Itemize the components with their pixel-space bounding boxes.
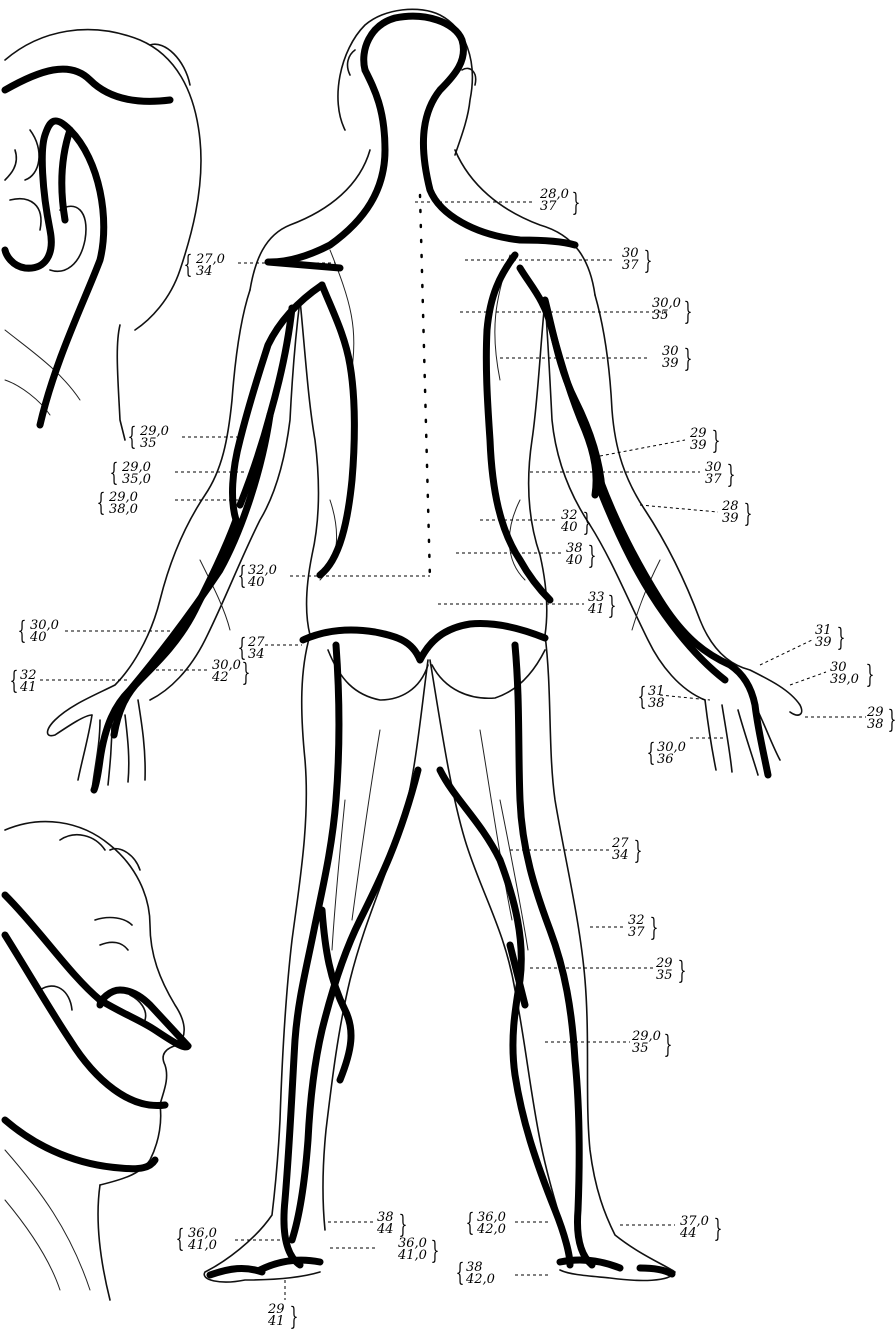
brace-left: { [647, 740, 656, 765]
brace-left: { [238, 563, 247, 588]
skin-zone-boundaries [94, 16, 768, 1275]
brace-right: } [727, 462, 736, 487]
brace-right: } [588, 543, 597, 568]
brace-right: } [837, 625, 846, 650]
brace-right: } [650, 915, 659, 940]
brace-left: { [10, 668, 19, 693]
brace-right: } [572, 190, 581, 215]
brace-right: } [399, 1212, 408, 1237]
brace-right: } [664, 1032, 673, 1057]
brace-right: } [608, 593, 617, 618]
brace-left: { [638, 684, 647, 709]
face-profile-lower [5, 822, 188, 1300]
brace-right: } [888, 707, 895, 732]
head-profile-upper [5, 30, 201, 440]
brace-left: { [176, 1226, 185, 1251]
brace-right: } [712, 428, 721, 453]
brace-right: } [431, 1238, 440, 1263]
brace-right: } [714, 1216, 723, 1241]
brace-right: } [634, 838, 643, 863]
brace-left: { [128, 424, 137, 449]
brace-right: } [684, 346, 693, 371]
brace-left: { [18, 618, 27, 643]
brace-right: } [290, 1304, 299, 1329]
brace-right: } [644, 248, 653, 273]
brace-left: { [456, 1260, 465, 1285]
brace-left: { [466, 1210, 475, 1235]
brace-right: } [242, 660, 251, 685]
brace-right: } [678, 958, 687, 983]
brace-left: { [184, 252, 193, 277]
brace-right: } [866, 662, 875, 687]
brace-right: } [744, 501, 753, 526]
brace-left: { [238, 635, 247, 660]
brace-left: { [110, 460, 119, 485]
brace-right: } [684, 299, 693, 324]
leader-lines [40, 202, 866, 1300]
brace-right: } [583, 510, 592, 535]
brace-left: { [97, 490, 106, 515]
